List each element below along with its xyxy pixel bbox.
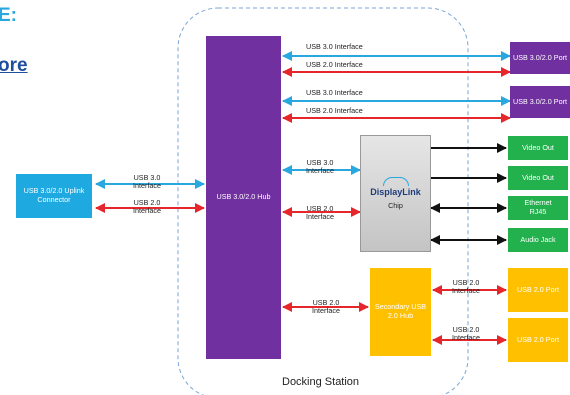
docking-station-label: Docking Station xyxy=(282,376,360,388)
audio-jack-label: Audio Jack xyxy=(520,234,556,244)
usb2-port-label-1: USB 2.0 Port xyxy=(517,284,559,294)
label-usb30-port1: USB 3.0 Interface xyxy=(306,42,363,51)
video-out-label-2: Video Out xyxy=(522,172,554,182)
displaylink-chip-box: DisplayLink Chip xyxy=(360,135,431,252)
usb-hub-label: USB 3.0/2.0 Hub xyxy=(216,192,271,202)
label-uplink-usb30: USB 3.0 Interface xyxy=(133,173,161,191)
chip-label: Chip xyxy=(388,200,403,210)
displaylink-logo-icon xyxy=(382,176,409,186)
audio-jack-box: Audio Jack xyxy=(508,228,568,252)
video-out-label-1: Video Out xyxy=(522,142,554,152)
usb-port-box-2: USB 3.0/2.0 Port xyxy=(510,86,570,118)
label-port4-usb20: USB 2.0 Interface xyxy=(452,325,480,343)
usb2-port-box-2: USB 2.0 Port xyxy=(508,318,568,362)
label-usb20-port2: USB 2.0 Interface xyxy=(306,106,363,115)
usb2-port-label-2: USB 2.0 Port xyxy=(517,334,559,344)
usb2-port-box-1: USB 2.0 Port xyxy=(508,268,568,312)
label-chip-usb30: USB 3.0 Interface xyxy=(306,158,334,176)
label-chip-usb20: USB 2.0 Interface xyxy=(306,204,334,222)
label-port3-usb20: USB 2.0 Interface xyxy=(452,278,480,296)
label-secondary-hub-usb20: USB 2.0 Interface xyxy=(312,298,340,316)
label-uplink-usb20: USB 2.0 Interface xyxy=(133,198,161,216)
usb-port-box-1: USB 3.0/2.0 Port xyxy=(510,42,570,74)
video-out-box-2: Video Out xyxy=(508,166,568,190)
usb-port-label-1: USB 3.0/2.0 Port xyxy=(513,52,567,62)
label-usb20-port1: USB 2.0 Interface xyxy=(306,60,363,69)
secondary-hub-label: Secondary USB 2.0 Hub xyxy=(374,302,427,320)
connection-arrows xyxy=(95,7,511,395)
usb-hub-box: USB 3.0/2.0 Hub xyxy=(206,36,281,359)
video-out-box-1: Video Out xyxy=(508,136,568,160)
page-heading-fragment: E: xyxy=(0,5,17,26)
ethernet-box: Ethernet RJ45 xyxy=(508,196,568,220)
uplink-connector-box: USB 3.0/2.0 Uplink Connector xyxy=(16,174,92,218)
usb-port-label-2: USB 3.0/2.0 Port xyxy=(513,96,567,106)
uplink-connector-label: USB 3.0/2.0 Uplink Connector xyxy=(23,186,85,204)
ethernet-label: Ethernet RJ45 xyxy=(524,198,552,216)
displaylink-brand: DisplayLink xyxy=(370,186,421,197)
secondary-hub-box: Secondary USB 2.0 Hub xyxy=(370,268,431,356)
label-usb30-port2: USB 3.0 Interface xyxy=(306,88,363,97)
learn-more-link-fragment[interactable]: ore xyxy=(0,55,28,76)
